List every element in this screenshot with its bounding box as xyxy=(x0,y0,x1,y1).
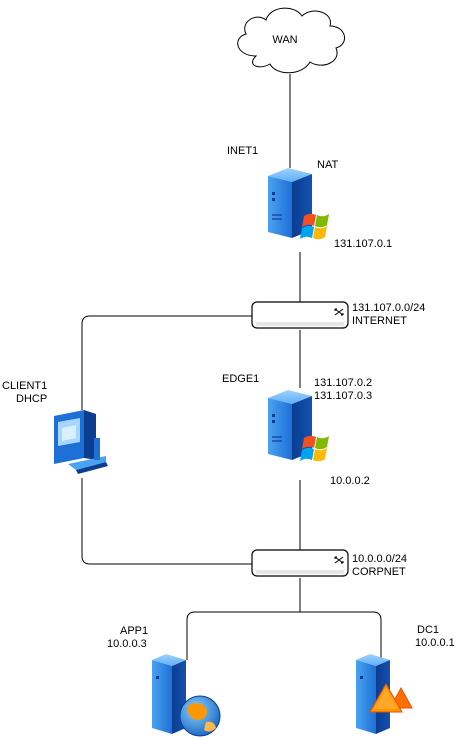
dc1-ip: 10.0.0.1 xyxy=(415,637,455,649)
edge1-name: EDGE1 xyxy=(222,373,260,385)
edge1-ip-2: 131.107.0.3 xyxy=(314,390,373,402)
wan-label: WAN xyxy=(272,34,298,46)
link-corpnet-app1 xyxy=(186,611,300,660)
link-corpnet-dc1 xyxy=(300,611,382,660)
app1-ip: 10.0.0.3 xyxy=(107,638,147,650)
edge1-ip-3: 10.0.0.2 xyxy=(330,475,370,487)
connection-lines xyxy=(81,74,382,660)
client1-role: DHCP xyxy=(16,393,48,405)
edge1-ip-1: 131.107.0.2 xyxy=(314,377,373,389)
domain-controller-icon[interactable] xyxy=(356,654,413,734)
cloud-icon[interactable] xyxy=(237,7,345,74)
workstation-icon[interactable] xyxy=(54,410,108,474)
app1-name: APP1 xyxy=(120,625,149,637)
internet-subnet: 131.107.0.0/24 xyxy=(352,302,426,314)
inet1-ip: 131.107.0.1 xyxy=(334,238,393,250)
client1-name: CLIENT1 xyxy=(2,380,48,392)
corpnet-name: CORPNET xyxy=(352,566,406,578)
internet-name: INTERNET xyxy=(352,315,407,327)
triangle-icon xyxy=(369,682,413,713)
corpnet-subnet: 10.0.0.0/24 xyxy=(352,553,408,565)
globe-icon xyxy=(179,695,221,737)
network-switch-icon[interactable] xyxy=(251,549,349,577)
inet1-role: NAT xyxy=(317,159,339,171)
dc1-name: DC1 xyxy=(417,624,440,636)
windows-server-icon[interactable] xyxy=(268,168,329,240)
network-switch-icon[interactable] xyxy=(251,301,349,329)
inet1-name: INET1 xyxy=(227,145,259,157)
link-internet-client1 xyxy=(81,315,252,410)
web-server-icon[interactable] xyxy=(152,654,221,737)
link-client1-corpnet xyxy=(81,478,252,565)
